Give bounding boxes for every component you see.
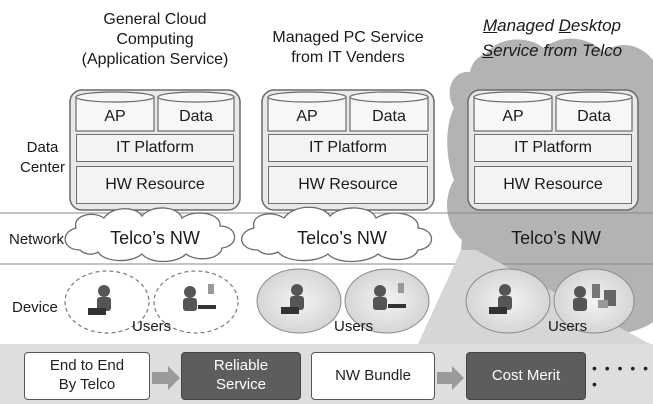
arrow-icon [437,366,464,390]
col1-hw-resource: HW Resource [76,166,234,204]
col3-device-right [553,268,635,334]
col2-network-cloud [241,206,433,263]
col2-data-cylinder [349,91,429,132]
col2-ap-cylinder [267,91,347,132]
flow-nw-bundle: NW Bundle [311,352,435,400]
flow-cost-merit: Cost Merit [466,352,586,400]
col1-ap-label: AP [104,108,126,125]
col1-data-cylinder [157,91,235,132]
col2-data-label: Data [372,108,406,125]
person-devices-icon [573,284,616,311]
person-desk-icon [373,283,406,310]
arrow-icon [152,366,180,390]
col3-users-label: Users [548,318,588,335]
col3-ap-cylinder [473,91,553,132]
col2-ap-label: AP [296,108,318,125]
col1-users-label: Users [132,318,172,335]
col2-users-label: Users [334,318,374,335]
col3-title: Managed Desktop Service from Telco [481,16,623,60]
col3-data-label: Data [577,108,611,125]
person-laptop-icon [88,285,111,315]
col3-data-cylinder [555,91,633,132]
col1-it-platform: IT Platform [76,134,234,162]
person-desk-icon [183,284,216,311]
col2-hw-resource: HW Resource [268,166,428,204]
person-laptop-icon [489,284,512,314]
col1-title: General Cloud Computing (Application Ser… [81,11,229,68]
col2-network-label: Telco’s NW [297,228,387,248]
col1-ap-cylinder [75,91,155,132]
row-label-datacenter: Data Center [20,139,66,177]
col1-network-cloud [64,207,236,263]
col3-it-platform: IT Platform [474,134,632,162]
ellipsis: • • • • • • [592,360,651,392]
col1-data-label: Data [179,108,213,125]
col3-ap-label: AP [502,108,524,125]
col3-network-label: Telco’s NW [511,228,601,248]
col2-it-platform: IT Platform [268,134,428,162]
row-label-network: Network [9,231,65,248]
col3-hw-resource: HW Resource [474,166,632,204]
col2-title: Managed PC Service from IT Venders [272,29,424,66]
row-label-device: Device [12,299,58,316]
person-laptop-icon [281,284,304,314]
col1-network-label: Telco’s NW [110,228,200,248]
